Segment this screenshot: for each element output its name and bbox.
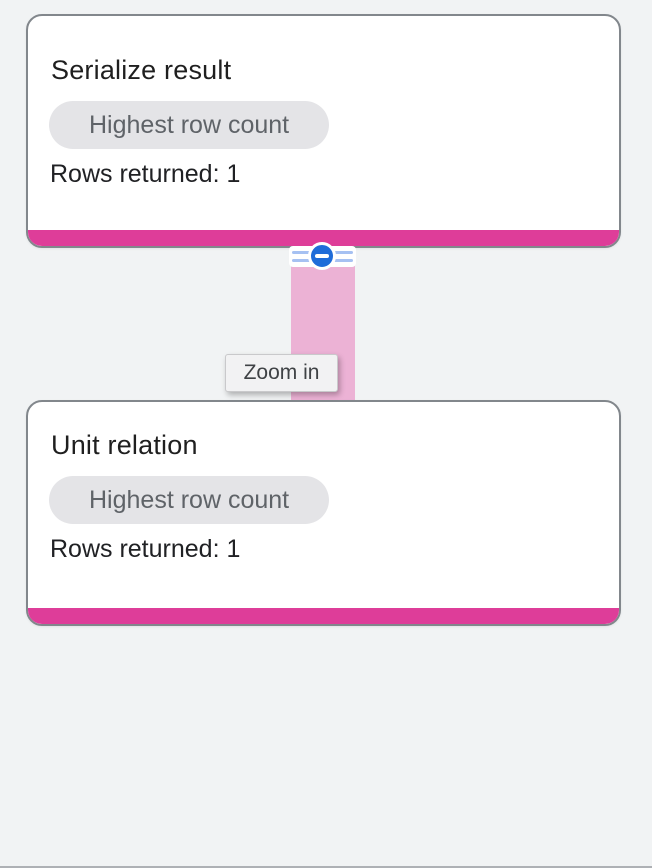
highest-row-count-badge: Highest row count <box>49 476 330 524</box>
window-bottom-divider <box>0 866 652 868</box>
node-accent-bar <box>28 230 619 246</box>
plan-node-unit-relation[interactable]: Unit relation Highest row count Rows ret… <box>26 400 621 626</box>
node-title: Unit relation <box>51 430 198 460</box>
node-accent-bar <box>28 608 619 624</box>
rows-returned-label: Rows returned: 1 <box>50 160 241 188</box>
rows-returned-label: Rows returned: 1 <box>50 535 241 563</box>
node-title: Serialize result <box>51 55 232 85</box>
minus-circle-icon[interactable] <box>308 242 336 270</box>
tooltip-label: Zoom in <box>243 361 320 384</box>
plan-node-serialize-result[interactable]: Serialize result Highest row count Rows … <box>26 14 621 248</box>
highest-row-count-badge: Highest row count <box>49 101 330 149</box>
minus-glyph <box>315 254 329 258</box>
zoom-in-tooltip: Zoom in <box>225 354 338 392</box>
